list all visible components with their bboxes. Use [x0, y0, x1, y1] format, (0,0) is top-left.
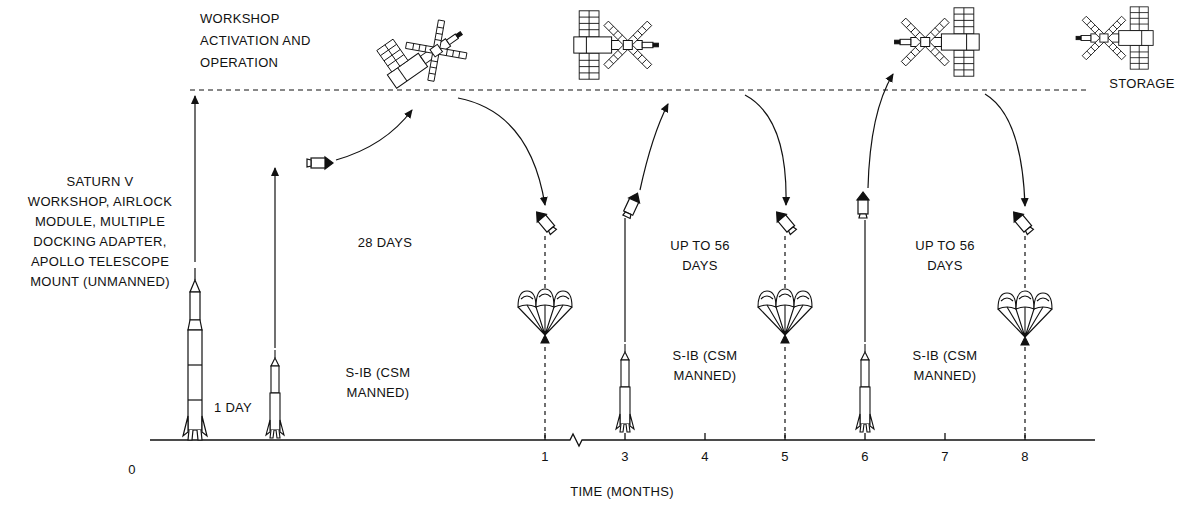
third-crew-return — [985, 94, 1025, 206]
axis-tick-label: 1 — [530, 447, 560, 467]
first-crew-launch — [266, 350, 284, 438]
time-axis — [150, 434, 1095, 446]
third-crew-launch — [868, 74, 893, 188]
second-crew-return — [784, 236, 785, 288]
launch-vehicle-label: S-IB (CSM MANNED) — [650, 346, 760, 386]
third-crew-return — [1024, 236, 1025, 290]
workshop-orbit-line — [190, 90, 1090, 91]
skylab-second-visit — [574, 11, 659, 79]
third-crew-launch — [856, 74, 893, 432]
second-crew-return — [784, 347, 785, 438]
launch-payload-label: SATURN V WORKSHOP, AIRLOCK MODULE, MULTI… — [28, 172, 173, 292]
duration-label: UP TO 56 DAYS — [913, 236, 977, 276]
axis-tick-label: 5 — [770, 447, 800, 467]
axis-tick-label: 3 — [610, 447, 640, 467]
axis-tick-label: 6 — [850, 447, 880, 467]
first-crew-return — [544, 236, 545, 288]
skylab-first-visit — [377, 39, 408, 72]
duration-label: 28 DAYS — [345, 233, 425, 253]
parachute — [518, 289, 572, 343]
first-crew-return — [544, 347, 545, 438]
first-crew-launch — [274, 168, 275, 348]
mission-illustration — [1009, 208, 1035, 236]
third-crew-return — [985, 94, 1025, 438]
interval-label: 1 DAY — [208, 398, 258, 418]
skylab-first-visit — [377, 14, 475, 102]
saturn-v-launch — [183, 96, 207, 440]
skylab-third-visit — [895, 8, 980, 76]
second-crew-launch — [624, 218, 625, 342]
parachute — [998, 291, 1052, 345]
phase-label: WORKSHOP ACTIVATION AND OPERATION — [200, 8, 314, 74]
second-crew-launch — [621, 191, 643, 220]
mission-illustration — [532, 208, 558, 236]
skylab-storage — [1076, 7, 1153, 69]
third-crew-launch — [864, 220, 865, 342]
axis-tick-label: 0 — [117, 460, 147, 480]
third-crew-launch — [856, 344, 874, 432]
saturn-v-launch — [183, 268, 207, 440]
axis-tick-label: 8 — [1010, 447, 1040, 467]
axis-title: TIME (MONTHS) — [542, 482, 702, 502]
parachute — [758, 289, 812, 343]
axis-tick-label: 4 — [690, 447, 720, 467]
saturn-v-launch — [194, 96, 195, 262]
third-crew-launch — [857, 192, 869, 218]
third-crew-return — [1024, 347, 1025, 438]
phase-label: STORAGE — [1102, 74, 1182, 94]
workshop-orbit-line — [190, 90, 1090, 91]
second-crew-launch — [616, 344, 634, 432]
launch-vehicle-label: S-IB (CSM MANNED) — [323, 363, 433, 403]
mission-illustration — [772, 208, 798, 236]
first-crew-return — [458, 98, 545, 438]
second-crew-launch — [640, 104, 668, 190]
first-crew-launch — [307, 157, 333, 169]
second-crew-return — [745, 95, 786, 438]
first-crew-return — [458, 98, 545, 205]
first-crew-launch — [336, 110, 412, 160]
time-axis — [150, 433, 1095, 446]
second-crew-return — [745, 95, 786, 205]
launch-vehicle-label: S-IB (CSM MANNED) — [890, 346, 1000, 386]
second-crew-launch — [616, 104, 668, 432]
axis-tick-label: 7 — [930, 447, 960, 467]
duration-label: UP TO 56 DAYS — [668, 236, 732, 276]
